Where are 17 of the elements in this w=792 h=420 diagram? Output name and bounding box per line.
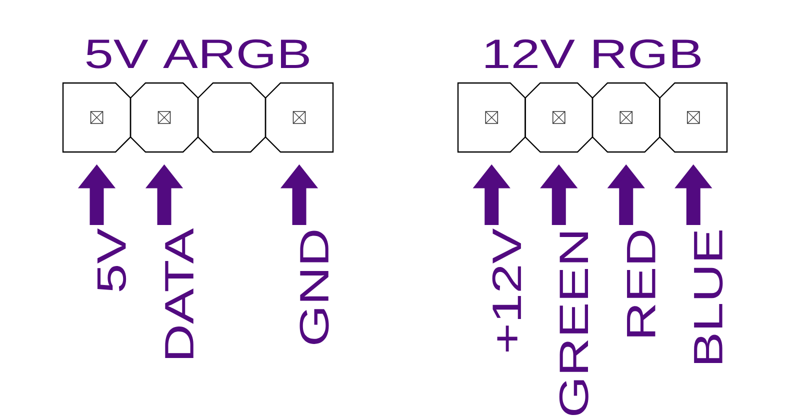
- pin-label: BLUE: [694, 230, 723, 364]
- pin: [659, 82, 728, 153]
- pin-label: 5V: [97, 228, 126, 292]
- pin-label: GND: [300, 230, 329, 344]
- pin: [130, 82, 199, 153]
- pin: [264, 82, 334, 153]
- connector-title: 12V RGB: [486, 39, 700, 68]
- pin: [524, 82, 594, 153]
- pin-label: DATA: [165, 228, 194, 358]
- pin: [62, 82, 132, 153]
- connector-title: 5V ARGB: [86, 39, 309, 68]
- pin-label: GREEN: [559, 232, 588, 416]
- pin: [592, 82, 660, 153]
- pin: [197, 82, 266, 153]
- pin-label: RED: [627, 230, 656, 336]
- pin-label: +12V: [492, 228, 521, 352]
- pin: [457, 82, 526, 153]
